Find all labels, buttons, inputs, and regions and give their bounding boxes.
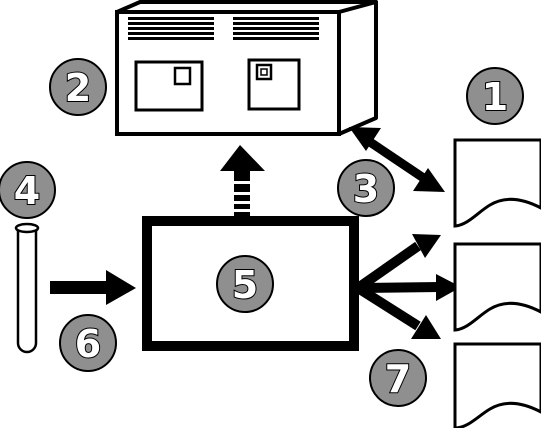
badge-instrument-label: 2 — [65, 66, 91, 110]
badge-sample-tube: 4 — [0, 161, 56, 219]
test-tube — [14, 222, 40, 354]
instrument-box — [115, 0, 378, 136]
panel-right — [247, 58, 301, 111]
badge-output-arrows: 7 — [369, 349, 427, 407]
badge-input-arrow-label: 6 — [75, 322, 101, 366]
document-1 — [453, 138, 541, 228]
vent-left — [128, 17, 214, 40]
badge-documents: 1 — [466, 67, 524, 125]
badge-link-arrow: 3 — [337, 159, 395, 217]
document-2 — [453, 242, 541, 332]
badge-documents-label: 1 — [482, 75, 508, 119]
up-arrow — [220, 145, 265, 216]
vent-right — [233, 17, 319, 40]
badge-processor-label: 5 — [232, 263, 258, 307]
badge-input-arrow: 6 — [59, 314, 117, 372]
badge-instrument: 2 — [49, 58, 107, 116]
badge-sample-tube-label: 4 — [14, 169, 40, 213]
badge-processor: 5 — [216, 255, 274, 313]
panel-left — [134, 60, 204, 112]
processor-box — [142, 216, 359, 351]
badge-output-arrows-label: 7 — [385, 357, 411, 401]
input-arrow — [50, 270, 136, 305]
output-arrows — [355, 234, 461, 339]
bidirectional-arrow — [349, 127, 445, 192]
badge-link-arrow-label: 3 — [353, 167, 379, 211]
document-3 — [453, 342, 541, 428]
